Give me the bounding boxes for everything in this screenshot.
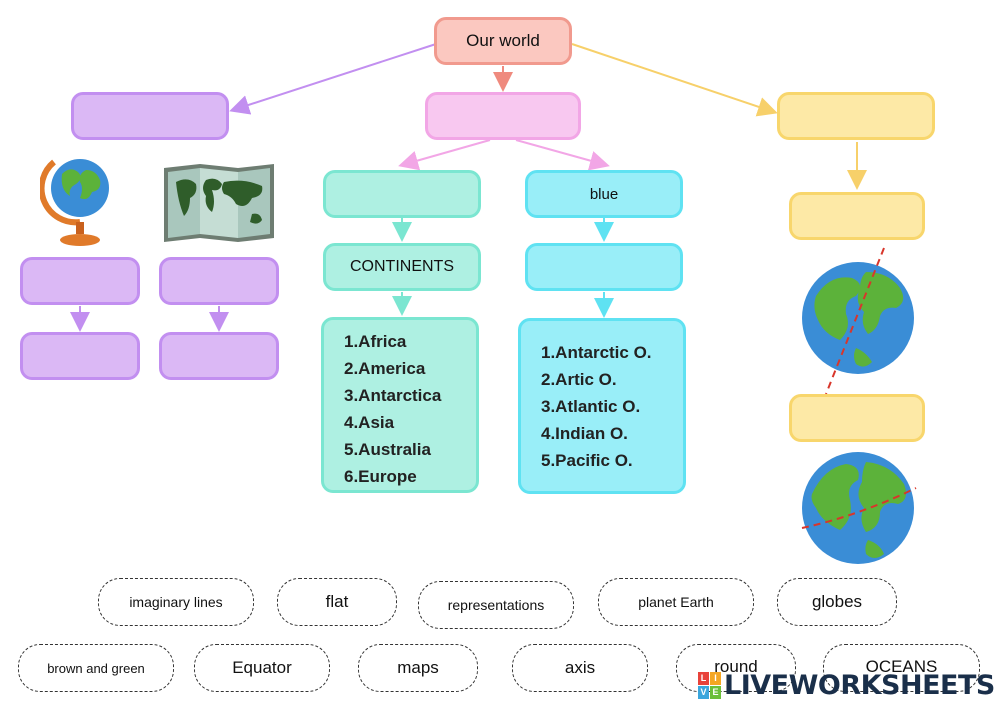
root-box: Our world [434,17,572,65]
oceans-list-box: 1.Antarctic O. 2.Artic O. 3.Atlantic O. … [518,318,686,494]
word-planet-earth[interactable]: planet Earth [598,578,754,626]
continents-list: 1.Africa 2.America 3.Antarctica 4.Asia 5… [344,328,441,490]
list-item: 6.Europe [344,467,417,486]
right-branch-top-box[interactable] [777,92,935,140]
word-oceans[interactable]: OCEANS [823,644,980,692]
word-flat[interactable]: flat [277,578,397,626]
arrow-root-left [229,43,437,115]
map-box-1[interactable] [159,257,279,305]
list-item: 1.Antarctic O. [541,343,652,362]
continents-list-box: 1.Africa 2.America 3.Antarctica 4.Asia 5… [321,317,479,493]
map-box-2[interactable] [159,332,279,380]
middle-branch-top-box[interactable] [425,92,581,140]
word-round[interactable]: round [676,644,796,692]
watermark-text: LIVEWORKSHEETS [724,670,995,701]
teal-box-continents: CONTINENTS [323,243,481,291]
globe-box-2[interactable] [20,332,140,380]
cyan-box-2[interactable] [525,243,683,291]
list-item: 4.Indian O. [541,424,628,443]
right-box-2[interactable] [789,394,925,442]
cyan-box-blue: blue [525,170,683,218]
desk-globe-icon [40,159,109,246]
right-box-1[interactable] [789,192,925,240]
liveworksheets-watermark: L I V E LIVEWORKSHEETS [698,670,995,701]
word-representations[interactable]: representations [418,581,574,629]
word-brown-and-green[interactable]: brown and green [18,644,174,692]
word-globes[interactable]: globes [777,578,897,626]
list-item: 2.Artic O. [541,370,617,389]
word-axis[interactable]: axis [512,644,648,692]
list-item: 3.Antarctica [344,386,442,405]
word-imaginary-lines[interactable]: imaginary lines [98,578,254,626]
list-item: 2.America [344,359,426,378]
list-item: 4.Asia [344,413,395,432]
teal-box-1[interactable] [323,170,481,218]
root-label: Our world [466,31,540,50]
word-maps[interactable]: maps [358,644,478,692]
earth-equator-icon [801,452,917,564]
continents-label: CONTINENTS [350,258,454,275]
arrow-root-right [571,43,778,117]
globe-box-1[interactable] [20,257,140,305]
liveworksheets-logo-icon: L I V E [698,671,722,700]
world-map-icon [164,164,274,242]
blue-label: blue [589,185,619,203]
list-item: 5.Australia [344,440,431,459]
list-item: 3.Atlantic O. [541,397,641,416]
list-item: 1.Africa [344,332,407,351]
list-item: 5.Pacific O. [541,451,633,470]
earth-axis-icon [802,247,914,395]
oceans-list: 1.Antarctic O. 2.Artic O. 3.Atlantic O. … [541,339,652,474]
word-equator[interactable]: Equator [194,644,330,692]
arrow-middle-left [398,139,491,171]
left-branch-top-box[interactable] [71,92,229,140]
arrow-middle-right [515,139,610,171]
